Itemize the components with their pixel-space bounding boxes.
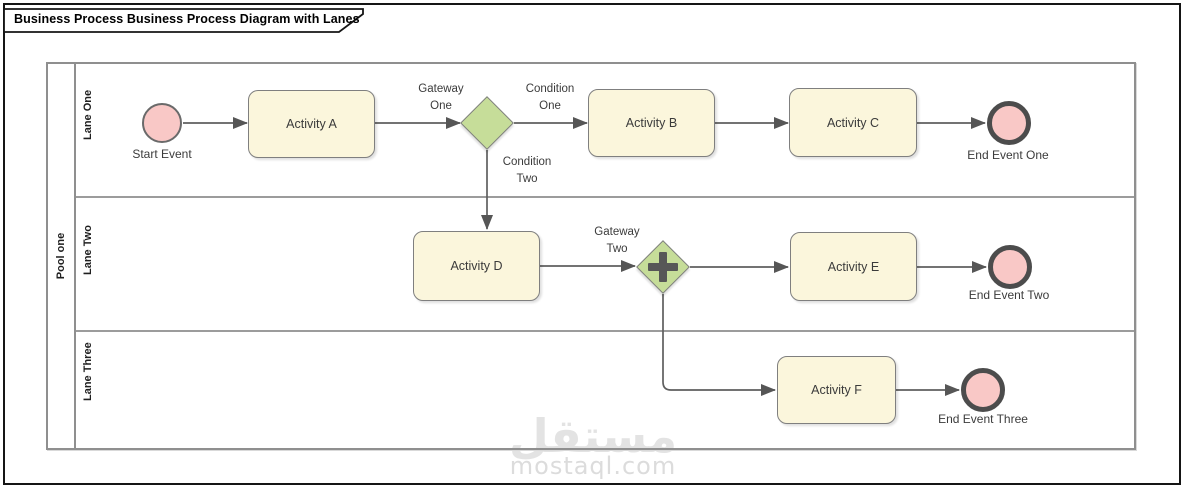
activity-b-label: Activity B	[625, 116, 678, 130]
activity-a-label: Activity A	[286, 117, 337, 131]
diagram-title: Business Process Business Process Diagra…	[14, 12, 360, 26]
activity-c[interactable]: Activity C	[789, 88, 917, 157]
activity-e-label: Activity E	[827, 259, 880, 274]
activity-c-label: Activity C	[826, 115, 880, 130]
activity-a[interactable]: Activity A	[248, 90, 375, 158]
gateway-two-label: Gateway Two	[594, 226, 640, 255]
activity-e[interactable]: Activity E	[790, 232, 917, 301]
diagram-frame	[3, 3, 1181, 485]
condition-two-label: Condition Two	[502, 156, 552, 185]
watermark-arabic: مستقل	[508, 409, 678, 463]
pool-label: Pool one	[55, 232, 68, 280]
activity-d-label: Activity D	[450, 259, 503, 273]
condition-one-label: Condition One	[525, 83, 575, 112]
lane-three-label: Lane Three	[81, 342, 94, 401]
pool[interactable]: Pool one Lane One Lane Two Lane Three	[46, 62, 1136, 450]
end-event-one[interactable]	[987, 101, 1031, 145]
activity-b[interactable]: Activity B	[588, 89, 715, 157]
flow-gateway-two-to-activity-f[interactable]	[662, 294, 776, 396]
watermark-domain: mostaql.com	[509, 452, 677, 480]
pool-header[interactable]: Pool one	[48, 64, 76, 448]
start-event-label: Start Event	[132, 147, 192, 161]
lane-one-header[interactable]: Lane One	[76, 64, 98, 196]
lane-one-label: Lane One	[81, 89, 94, 140]
end-event-two[interactable]	[988, 245, 1032, 289]
lane-two-header[interactable]: Lane Two	[76, 200, 98, 330]
end-event-three[interactable]	[961, 368, 1005, 412]
activity-d[interactable]: Activity D	[413, 231, 540, 301]
activity-f[interactable]: Activity F	[777, 356, 896, 424]
lane-two-label: Lane Two	[81, 225, 94, 275]
lane-three-header[interactable]: Lane Three	[76, 334, 98, 448]
end-event-two-label: End Event Two	[968, 288, 1050, 302]
title-tab-shape	[3, 8, 364, 33]
gateway-one-label: Gateway One	[418, 83, 464, 112]
start-event[interactable]	[142, 103, 182, 143]
parallel-gateway-plus-icon	[648, 252, 678, 282]
end-event-one-label: End Event One	[967, 148, 1049, 162]
end-event-three-label: End Event Three	[938, 412, 1028, 426]
lane-one[interactable]: Lane One	[76, 64, 1134, 198]
lane-two[interactable]: Lane Two	[76, 200, 1134, 332]
activity-f-label: Activity F	[811, 383, 862, 397]
